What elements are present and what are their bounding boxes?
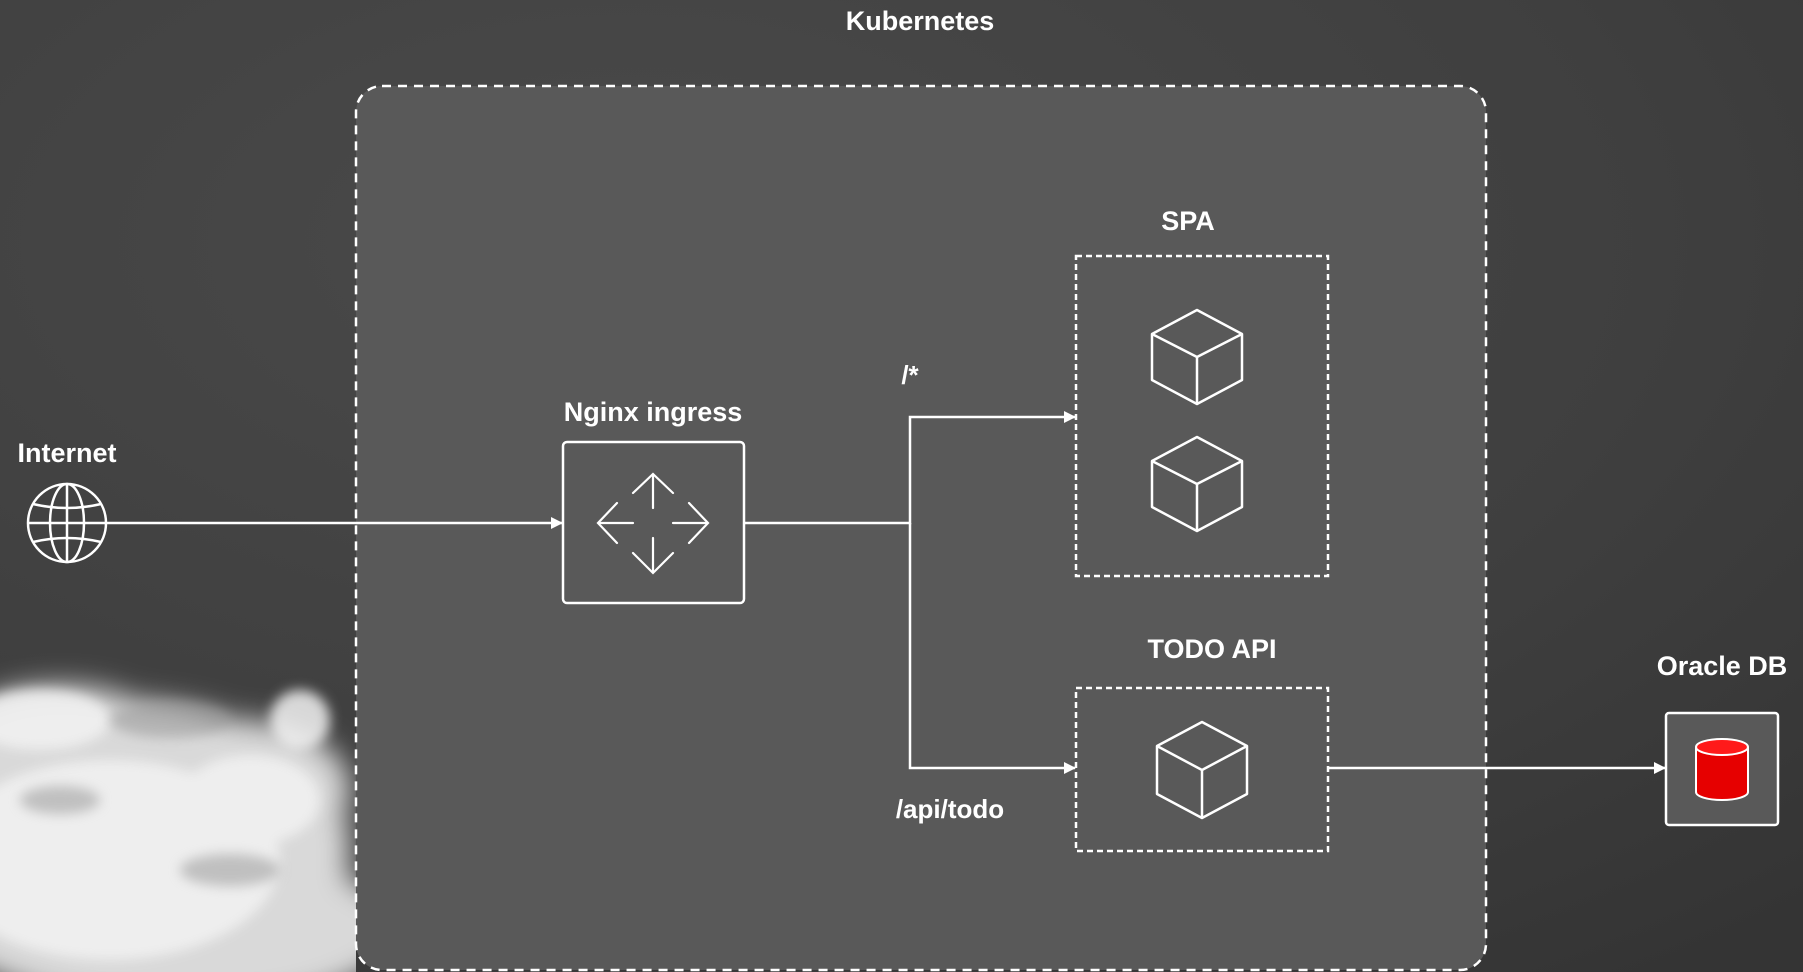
todo-api-pod-group [1074, 686, 1330, 853]
kubernetes-cluster [354, 84, 1488, 972]
internet-node: Internet [17, 438, 117, 564]
oracle-db-node: Oracle DB [1657, 651, 1788, 827]
spa-node: SPA [1074, 206, 1330, 578]
oracle-db-label: Oracle DB [1657, 651, 1788, 681]
ingress-node: Nginx ingress [561, 397, 746, 605]
globe-icon [26, 482, 108, 564]
internet-label: Internet [17, 438, 116, 468]
cube-icon [1150, 308, 1244, 406]
cube-icon [1155, 720, 1249, 820]
todo-api-node: TODO API [1074, 634, 1330, 853]
ingress-box [561, 440, 746, 605]
spa-label: SPA [1161, 206, 1215, 236]
ingress-to-spa-arrow [744, 411, 1076, 525]
route-label-api: /api/todo [896, 794, 1004, 824]
cloud-decoration [0, 685, 356, 972]
database-icon [1695, 738, 1749, 801]
connectors [107, 411, 1666, 774]
kubernetes-label: Kubernetes [846, 6, 995, 36]
ingress-to-api-arrow [908, 523, 1076, 774]
route-label-spa: /* [901, 360, 919, 390]
ingress-label: Nginx ingress [564, 397, 743, 427]
spa-pod-group [1074, 254, 1330, 578]
todo-api-label: TODO API [1147, 634, 1276, 664]
directions-icon [596, 472, 710, 575]
cube-icon [1150, 435, 1244, 533]
